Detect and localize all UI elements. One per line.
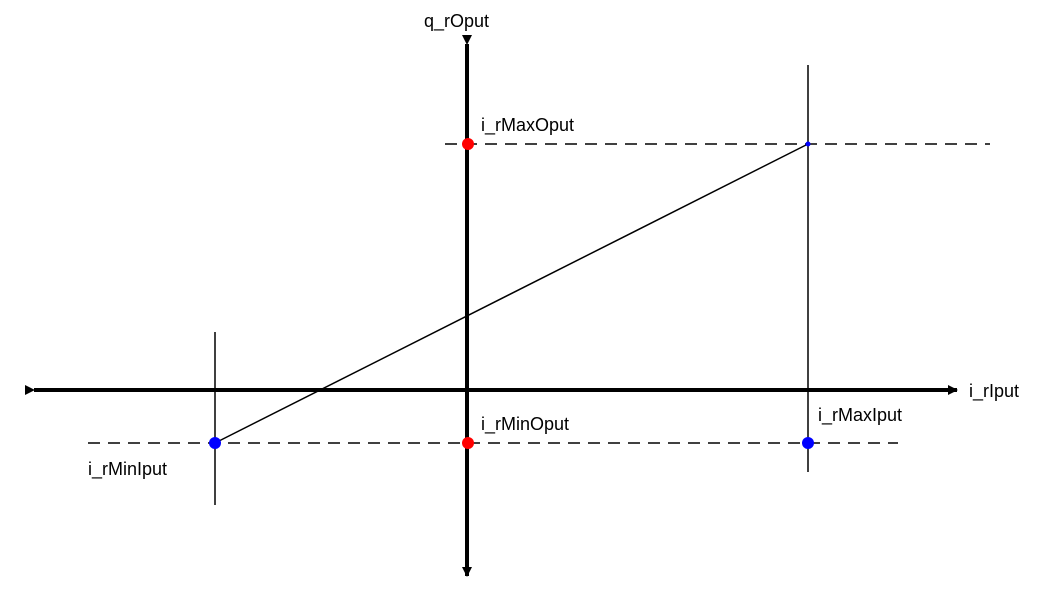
min-input-point [209, 437, 221, 449]
min-output-label: i_rMinOput [481, 414, 569, 435]
max-output-point [462, 138, 474, 150]
min-input-label: i_rMinIput [88, 459, 167, 480]
x-axis-label: i_rIput [969, 381, 1019, 402]
max-output-label: i_rMaxOput [481, 115, 574, 136]
y-axis-label: q_rOput [424, 11, 489, 32]
max-input-point [802, 437, 814, 449]
transfer-line [214, 143, 809, 444]
min-output-point [462, 437, 474, 449]
max-corner-point [805, 141, 811, 147]
max-input-label: i_rMaxIput [818, 405, 902, 426]
